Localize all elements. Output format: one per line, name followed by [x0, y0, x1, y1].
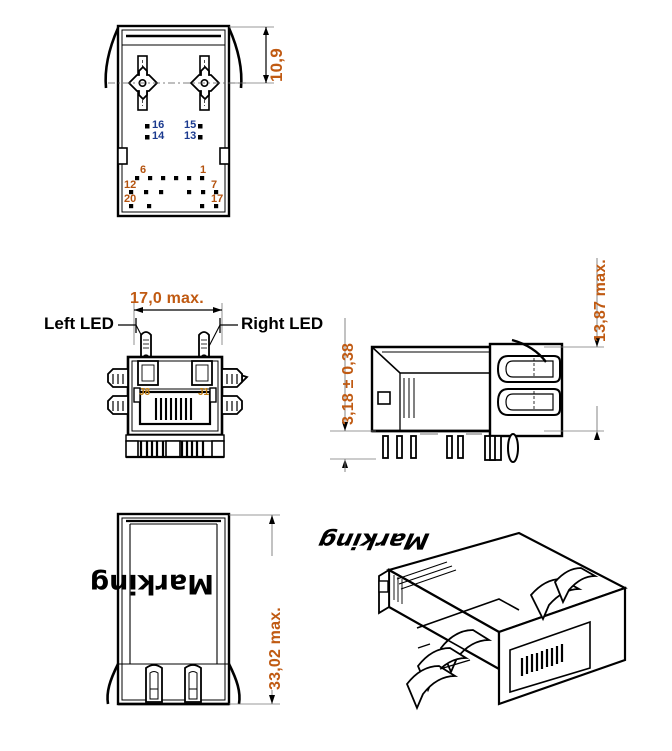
contact-label-j1: J1 [198, 387, 210, 398]
pin-label-17: 17 [211, 193, 224, 205]
top-view-geometry [104, 24, 274, 218]
marking-text-bottom-view: Marking [89, 568, 214, 599]
dim-height-13-87: 13,87 max. [592, 259, 609, 342]
pin-label-15: 15 [184, 119, 197, 131]
dim-tab-height: 10,9 [267, 48, 286, 82]
pin-label-1: 1 [200, 164, 207, 176]
front-view-geometry [107, 303, 249, 459]
pin-label-6: 6 [140, 164, 147, 176]
dim-width-17-0: 17,0 max. [130, 290, 204, 307]
side-view-geometry [330, 258, 604, 472]
pin-label-12: 12 [124, 179, 137, 191]
dim-standoff-3-18: 3,18 ± 0,38 [340, 342, 357, 425]
pin-label-20: 20 [124, 193, 137, 205]
left-led-label: Left LED [44, 314, 114, 333]
pin-label-16: 16 [152, 119, 165, 131]
isometric-view-geometry [378, 531, 628, 711]
dim-length-33-02: 33,02 max. [267, 607, 284, 690]
pin-label-14: 14 [152, 130, 165, 142]
contact-label-j8: J8 [139, 387, 151, 398]
pin-label-7: 7 [211, 179, 218, 191]
bottom-view-geometry [106, 512, 280, 706]
right-led-label: Right LED [241, 314, 324, 333]
marking-text-isometric-view: Marking [312, 528, 435, 554]
pin-label-13: 13 [184, 130, 197, 142]
